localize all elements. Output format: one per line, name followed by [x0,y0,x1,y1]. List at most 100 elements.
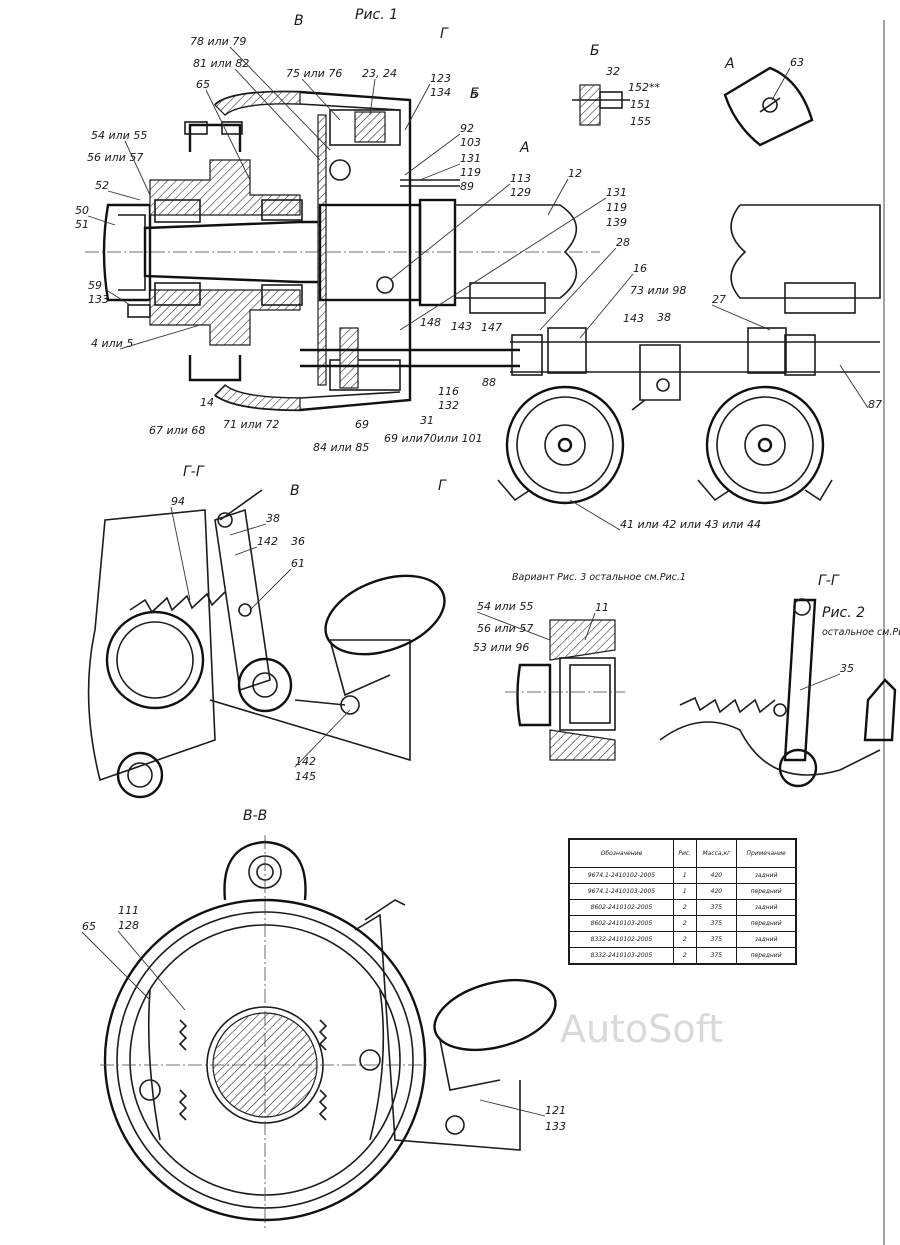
cut-mark-v-top: В [294,13,304,29]
view-b-title: Б [590,43,600,59]
callout: 65 [82,920,96,933]
callout: 56 или 57 [477,622,533,635]
table-header-row: Обозначение Рис. Масса,кг Примечание [569,839,796,868]
callout: 65 [196,78,210,91]
table-cell: 8332-2410103-2005 [569,947,674,964]
callout: 89 [460,180,474,193]
callout: 28 [616,236,630,249]
callout: 131 [606,186,627,199]
callout: 61 [291,557,305,570]
callout: 88 [482,376,496,389]
callout: 31 [420,414,434,427]
callout: 132 [438,399,459,412]
callout: 142 [295,755,316,768]
section-gg-title-right: Г-Г [818,573,840,589]
callout: 36 [291,535,305,548]
fig3-title: Вариант Рис. 3 остальное см.Рис.1 [512,572,686,583]
callout: 75 или 76 [286,67,342,80]
table-cell: 2 [672,947,697,964]
callout: 67 или 68 [149,424,205,437]
table-cell: передний [736,883,796,900]
callout: 54 или 55 [91,129,147,142]
callout: 113 [510,172,531,185]
callout: 92 [460,122,474,135]
callout: 4 или 5 [91,337,133,350]
callout: 41 или 42 или 43 или 44 [620,518,761,531]
callout: 116 [438,385,459,398]
callout: 14 [200,396,214,409]
table-cell: 375 [695,899,738,916]
callout: 53 или 96 [473,641,529,654]
fig1-axle-section [85,90,881,505]
callout: 38 [266,512,280,525]
callout: 11 [595,601,609,614]
table-cell: 8602-2410102-2005 [569,899,674,916]
callout: 94 [171,495,185,508]
callout: 12 [568,167,582,180]
table-cell: 2 [672,899,697,916]
callout: 111 [118,904,139,917]
callout: 59 [88,279,102,292]
callout: 134 [430,86,451,99]
callout: 23, 24 [362,67,397,80]
table-cell: задний [736,867,796,884]
table-cell: 1 [672,867,697,884]
table-cell: 375 [695,947,738,964]
callout: 143 [623,312,644,325]
callout: 78 или 79 [190,35,246,48]
callout: 87 [868,398,882,411]
table-cell: задний [736,899,796,916]
cut-mark-g-bottom: Г [438,478,447,494]
section-gg-title-left: Г-Г [183,464,205,480]
cut-mark-g-top: Г [440,26,449,42]
table-cell: 9674.1-2410102-2005 [569,867,674,884]
callout: 148 [420,316,441,329]
callout: 56 или 57 [87,151,143,164]
section-vv-title: В-В [243,808,267,824]
table-cell: 9674.1-2410103-2005 [569,883,674,900]
cut-mark-a: А [519,140,530,156]
callout: 155 [630,115,651,128]
callout: 123 [430,72,451,85]
callout: 50 [75,204,89,217]
callout: 52 [95,179,109,192]
table-row: 9674.1-2410103-2005 1 420 передний [569,883,796,900]
callout: 35 [840,662,854,675]
callout: 27 [712,293,726,306]
leader-lines [81,46,869,1117]
callout: 128 [118,919,139,932]
table-cell: задний [736,931,796,948]
callout: 81 или 82 [193,57,249,70]
callout: 152** [628,81,660,94]
callout: 119 [606,201,627,214]
callout: 131 [460,152,481,165]
callout: 54 или 55 [477,600,533,613]
table-cell: передний [736,947,796,964]
callout: 143 [451,320,472,333]
spec-table: Обозначение Рис. Масса,кг Примечание 967… [568,838,797,965]
table-cell: 8332-2410102-2005 [569,931,674,948]
fig2-slack-lever [659,598,897,788]
callout: 51 [75,218,89,231]
fig1-title: Рис. 1 [355,7,398,23]
table-cell: 375 [695,915,738,932]
callout: 121 [545,1104,566,1117]
table-cell: 420 [695,867,738,884]
view-a-detail [723,66,814,147]
table-header-cell: Обозначение [569,839,674,868]
callout: 63 [790,56,804,69]
table-row: 8602-2410103-2005 2 375 передний [569,915,796,932]
callout: 151 [630,98,651,111]
fig3-hub-variant [505,619,625,761]
table-row: 8332-2410102-2005 2 375 задний [569,931,796,948]
view-b-detail [572,84,630,126]
section-vv-brake [100,835,557,1230]
table-header-cell: Масса,кг [695,839,738,868]
table-cell: 420 [695,883,738,900]
table-header-cell: Рис. [672,839,697,868]
callout: 139 [606,216,627,229]
table-cell: 1 [672,883,697,900]
section-gg-left [87,489,446,799]
callout: 71 или 72 [223,418,279,431]
callout: 84 или 85 [313,441,369,454]
